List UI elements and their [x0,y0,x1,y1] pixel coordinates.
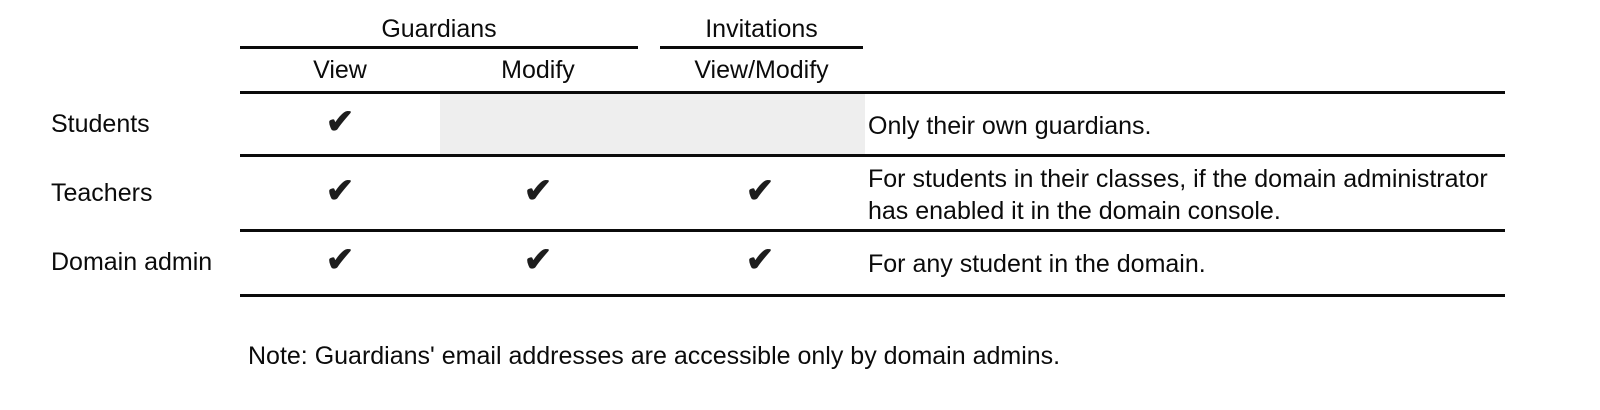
check-icon-domain-admin-view: ✔ [325,241,355,279]
table-rule-after-students [240,154,1505,157]
column-header-view: View [313,56,367,84]
table-rule-after-teachers [240,229,1505,232]
column-group-header-invitations: Invitations [705,15,818,43]
column-group-header-guardians: Guardians [381,15,497,43]
column-group-rule-guardians [240,46,638,49]
check-icon-teachers-modify: ✔ [523,172,553,210]
row-note-domain-admin: For any student in the domain. [868,250,1206,278]
column-header-modify: Modify [501,56,575,84]
row-label-domain-admin: Domain admin [51,248,213,276]
check-icon-domain-admin-modify: ✔ [523,241,553,279]
row-label-students: Students [51,110,150,138]
disabled-cell-students [440,94,865,154]
table-rule-bottom [240,294,1505,297]
check-icon-domain-admin-invitations: ✔ [745,241,775,279]
row-note-students: Only their own guardians. [868,112,1152,140]
row-label-teachers: Teachers [51,179,153,207]
table-rule-header [240,91,1505,94]
check-icon-students-view: ✔ [325,103,355,141]
row-note-teachers: For students in their classes, if the do… [868,165,1488,225]
column-group-rule-invitations [660,46,863,49]
check-icon-teachers-view: ✔ [325,172,355,210]
column-header-view-modify: View/Modify [694,56,829,84]
check-icon-teachers-invitations: ✔ [745,172,775,210]
table-footnote: Note: Guardians' email addresses are acc… [248,342,1061,370]
